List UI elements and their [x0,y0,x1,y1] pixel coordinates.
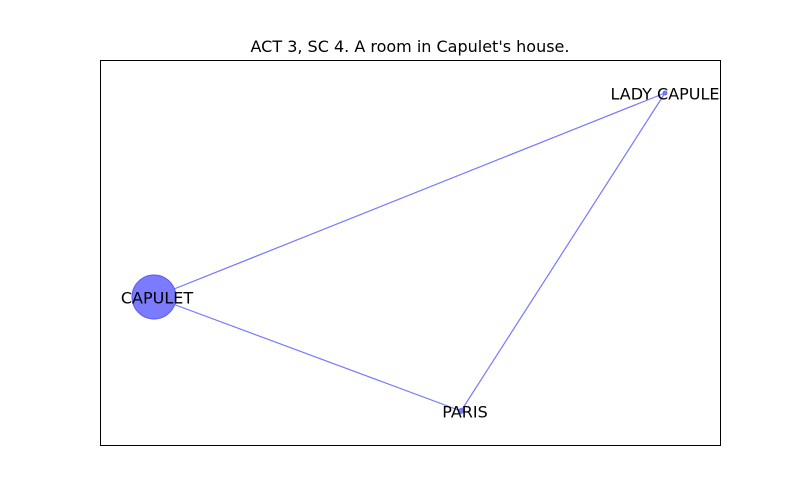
labels-layer: CAPULET LADY CAPULE PARIS [121,85,720,422]
node-label-capulet: CAPULET [121,289,194,308]
node-label-paris: PARIS [442,403,488,422]
edge-lady_capulet-paris [460,92,666,412]
node-label-lady-capulet: LADY CAPULE [610,85,719,104]
plot-frame [100,60,721,446]
nodes-layer [131,90,668,414]
node-capulet [131,274,177,320]
edges-layer [153,92,666,412]
node-lady-capulet [662,90,668,96]
edge-capulet-lady_capulet [153,92,666,298]
plot-area: CAPULET LADY CAPULE PARIS [121,85,720,422]
edge-capulet-paris [153,296,462,412]
figure-title: ACT 3, SC 4. A room in Capulet's house. [251,37,570,56]
node-paris [458,408,464,414]
